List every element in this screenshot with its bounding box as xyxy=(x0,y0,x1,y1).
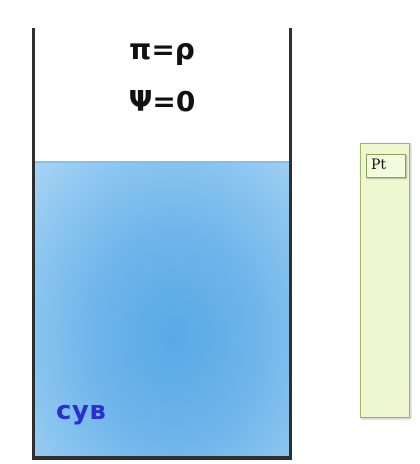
formula-osmotic-pressure: π=ρ xyxy=(129,33,195,66)
beaker: π=ρ Ψ=0 сув xyxy=(32,28,292,460)
beaker-wall-right xyxy=(289,28,292,460)
water-surface xyxy=(35,161,289,163)
pt-label: Pt xyxy=(371,157,387,173)
water-label: сув xyxy=(56,396,107,426)
pt-electrode xyxy=(360,143,410,418)
beaker-wall-left xyxy=(32,28,35,460)
formula-water-potential: Ψ=0 xyxy=(128,85,196,118)
beaker-bottom xyxy=(32,456,292,460)
pt-electrode-tab: Pt xyxy=(366,154,406,178)
water xyxy=(35,161,289,456)
